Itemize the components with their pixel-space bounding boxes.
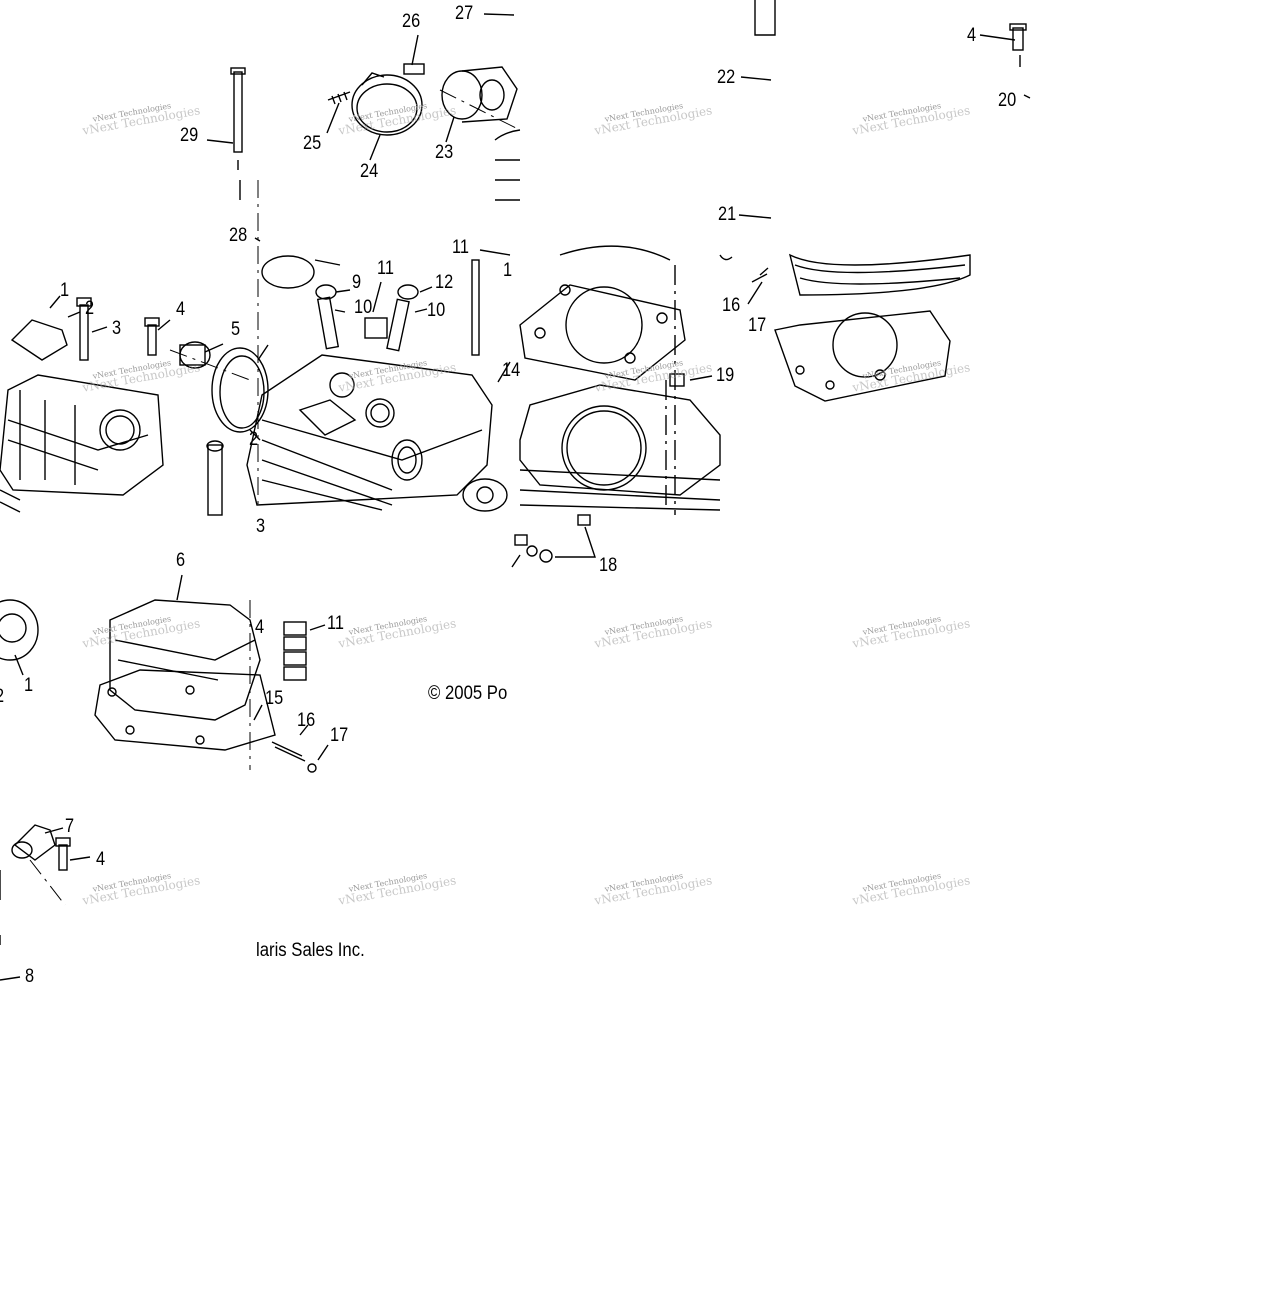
callout-16-right: 16 xyxy=(722,295,741,316)
callout-6: 6 xyxy=(176,550,186,571)
callout-4-fitting: 4 xyxy=(96,849,106,870)
callout-2-oring: 2 xyxy=(249,429,259,450)
assembly-centerlines xyxy=(29,89,521,906)
callout-22: 22 xyxy=(717,67,736,88)
callout-11-rocker: 11 xyxy=(377,258,394,279)
copyright-text-part1: © 2005 Po xyxy=(428,683,508,704)
callout-29: 29 xyxy=(180,125,199,146)
callout-9: 9 xyxy=(352,272,362,293)
callout-4-bolt: 4 xyxy=(176,299,186,320)
cylinder-gasket-stack xyxy=(511,245,721,568)
callout-15: 15 xyxy=(265,688,284,709)
callout-14-partial: 14 xyxy=(502,360,521,381)
callout-17-right: 17 xyxy=(748,315,767,336)
callout-3-bolt: 3 xyxy=(112,318,122,339)
callout-1-cap: 1 xyxy=(60,280,70,301)
callout-24: 24 xyxy=(360,161,379,182)
callout-5: 5 xyxy=(231,319,241,340)
callout-10-left: 10 xyxy=(354,297,373,318)
callout-2-seal: 2 xyxy=(85,298,95,319)
callout-28: 28 xyxy=(229,225,248,246)
rocker-cover-assembly xyxy=(0,574,329,773)
callout-1-ring: 1 xyxy=(24,675,34,696)
callout-4-top: 4 xyxy=(967,25,977,46)
callout-12: 12 xyxy=(435,272,454,293)
callout-16-lower: 16 xyxy=(297,710,316,731)
callout-3-lower: 3 xyxy=(256,516,266,537)
intake-boot-assembly xyxy=(206,0,1031,219)
callout-25: 25 xyxy=(303,133,322,154)
callout-19: 19 xyxy=(716,365,735,386)
callout-10-right: 10 xyxy=(427,300,446,321)
callout-7: 7 xyxy=(65,816,75,837)
callout-8: 8 xyxy=(25,966,35,987)
callout-2-ring: 2 xyxy=(0,687,4,706)
callout-18: 18 xyxy=(599,555,618,576)
callout-23: 23 xyxy=(435,142,454,163)
valve-cover-housing xyxy=(0,295,224,516)
callout-17-lower: 17 xyxy=(330,725,349,746)
callout-21: 21 xyxy=(718,204,737,225)
copyright-text-part2: laris Sales Inc. xyxy=(256,940,365,961)
cylinder-head xyxy=(211,237,511,512)
callout-27: 27 xyxy=(455,3,474,24)
callout-11-stud: 11 xyxy=(452,237,469,258)
callout-1-partial: 1 xyxy=(503,260,513,281)
cylinder-base-gasket xyxy=(719,253,971,402)
callout-11-blocks: 11 xyxy=(327,613,344,634)
callout-4-cover: 4 xyxy=(255,617,265,638)
callout-20: 20 xyxy=(998,90,1017,111)
callout-26: 26 xyxy=(402,11,421,32)
fitting-assembly xyxy=(0,824,91,981)
